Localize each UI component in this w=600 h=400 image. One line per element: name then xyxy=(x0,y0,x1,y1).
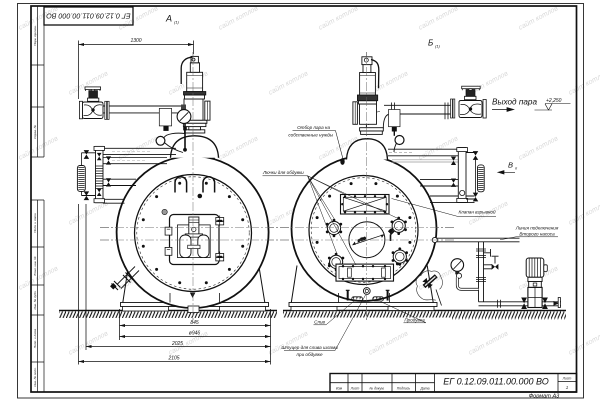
svg-text:В: В xyxy=(508,161,513,170)
svg-text:Взам. инв. №: Взам. инв. № xyxy=(33,256,37,276)
svg-text:Продувка: Продувка xyxy=(404,318,425,323)
svg-text:Дата: Дата xyxy=(420,387,430,391)
svg-text:Лючки для обдувки: Лючки для обдувки xyxy=(262,170,304,175)
svg-text:Клапан взрывной: Клапан взрывной xyxy=(458,209,496,215)
svg-text:Б: Б xyxy=(428,39,433,48)
svg-text:Инв. № подл.: Инв. № подл. xyxy=(33,367,37,386)
svg-text:Выход пара: Выход пара xyxy=(492,98,537,107)
svg-text:собственные нужды: собственные нужды xyxy=(288,133,333,138)
svg-text:Подп. и дата: Подп. и дата xyxy=(33,213,37,233)
svg-text:845: 845 xyxy=(190,320,199,326)
svg-text:Слив: Слив xyxy=(314,320,325,325)
svg-text:Формат А3: Формат А3 xyxy=(529,394,560,400)
svg-text:1300: 1300 xyxy=(130,38,141,44)
svg-text:Линия подключения: Линия подключения xyxy=(515,226,559,231)
svg-text:Изм: Изм xyxy=(336,387,343,391)
svg-text:А: А xyxy=(165,14,172,24)
svg-text:п: п xyxy=(515,166,518,171)
svg-text:Подпись: Подпись xyxy=(397,387,411,391)
svg-text:ø946: ø946 xyxy=(189,331,201,337)
svg-text:Штуцер для слива шлама: Штуцер для слива шлама xyxy=(281,345,338,350)
svg-text:№ докум.: № докум. xyxy=(370,387,385,391)
svg-text:Перв. примен.: Перв. примен. xyxy=(33,25,37,46)
svg-text:1: 1 xyxy=(566,385,569,390)
svg-text:+2,250: +2,250 xyxy=(546,98,562,104)
svg-text:(1): (1) xyxy=(174,20,180,25)
svg-text:ø420: ø420 xyxy=(357,236,366,242)
svg-text:(1): (1) xyxy=(435,44,441,49)
svg-text:2025: 2025 xyxy=(171,341,183,347)
svg-text:Справ. №: Справ. № xyxy=(33,124,37,139)
svg-text:Второго насоса: Второго насоса xyxy=(519,232,555,237)
svg-text:ЕГ 0.12.09.011.00.000 ВО: ЕГ 0.12.09.011.00.000 ВО xyxy=(443,377,549,387)
svg-text:2105: 2105 xyxy=(167,356,179,362)
svg-text:Инв. № дубл.: Инв. № дубл. xyxy=(33,290,37,309)
svg-text:ЕГ 0.12.09.011.00.000 ВО: ЕГ 0.12.09.011.00.000 ВО xyxy=(46,12,131,21)
svg-text:Лист: Лист xyxy=(350,387,360,391)
svg-text:при обдувке: при обдувке xyxy=(296,352,322,357)
svg-text:Отбор пара на: Отбор пара на xyxy=(297,125,330,130)
svg-text:Лист: Лист xyxy=(562,377,572,381)
svg-text:Подп. и дата: Подп. и дата xyxy=(33,329,37,349)
